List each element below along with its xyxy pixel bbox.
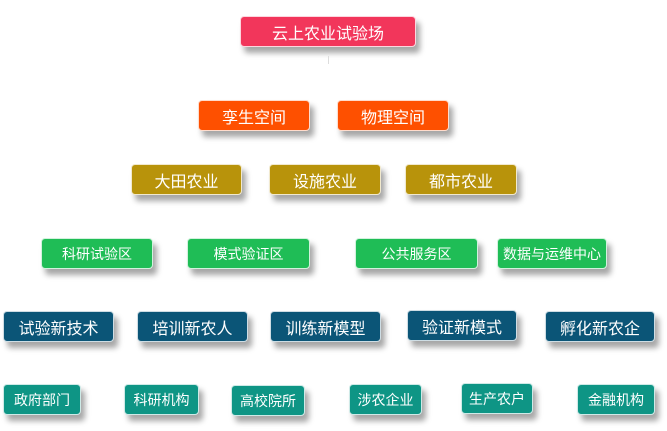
node-universities: 高校院所 (231, 385, 305, 416)
node-agri-enterprises: 涉农企业 (349, 384, 422, 415)
node-financial-institutions: 金融机构 (577, 384, 655, 415)
node-incubate-enterprises: 孵化新农企 (545, 311, 655, 342)
node-public-service-zone: 公共服务区 (355, 238, 478, 269)
node-validate-models: 验证新模式 (407, 310, 517, 341)
node-test-tech: 试验新技术 (3, 311, 114, 342)
node-research-institutes: 科研机构 (124, 384, 199, 415)
node-field-agriculture: 大田农业 (131, 164, 242, 195)
node-facility-agriculture: 设施农业 (269, 164, 381, 195)
node-data-ops-center: 数据与运维中心 (497, 238, 607, 269)
node-physical-space: 物理空间 (337, 100, 449, 131)
root-node: 云上农业试验场 (240, 16, 416, 47)
node-twin-space: 孪生空间 (198, 100, 310, 131)
node-train-farmers: 培训新农人 (137, 311, 248, 342)
node-validation-zone: 模式验证区 (187, 238, 310, 269)
node-farmers: 生产农户 (461, 383, 533, 414)
node-government: 政府部门 (3, 384, 81, 415)
node-research-zone: 科研试验区 (41, 238, 153, 269)
node-train-models: 训练新模型 (270, 311, 381, 342)
node-urban-agriculture: 都市农业 (405, 164, 517, 195)
connector-line (328, 56, 329, 64)
